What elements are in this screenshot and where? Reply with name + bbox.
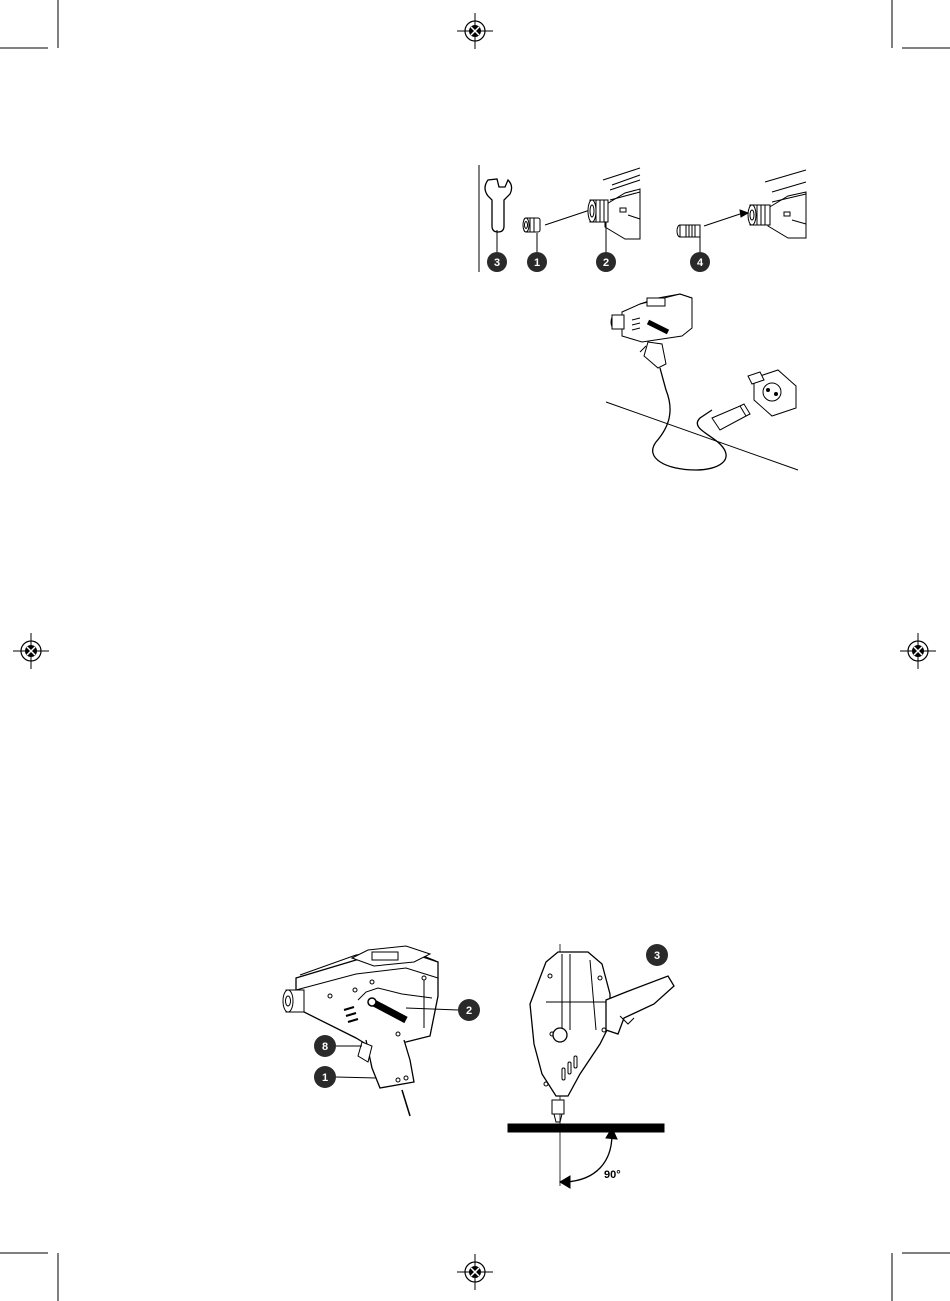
side-callout-handle: 1 bbox=[314, 1066, 336, 1088]
angle-label: 90° bbox=[604, 1169, 621, 1181]
registration-target-right bbox=[900, 633, 936, 669]
wrench-illustration bbox=[485, 179, 512, 232]
figure-heat-gun-side bbox=[283, 946, 458, 1116]
side-callout-trigger: 8 bbox=[314, 1035, 336, 1057]
nozzle-part bbox=[523, 218, 540, 232]
registration-target-top bbox=[457, 13, 493, 49]
side-callout-nozzle-button: 2 bbox=[458, 999, 480, 1021]
callout-label: 2 bbox=[466, 1005, 472, 1017]
plug-illustration bbox=[712, 404, 750, 430]
top-callout-concentrator: 4 bbox=[690, 252, 710, 272]
top-callout-outlet: 2 bbox=[596, 252, 616, 272]
callout-label: 3 bbox=[654, 950, 660, 962]
wall-socket-illustration bbox=[748, 370, 796, 416]
heat-gun-body-small bbox=[611, 294, 692, 368]
figure-heat-gun-upright bbox=[508, 944, 674, 1188]
upright-callout: 3 bbox=[646, 944, 668, 966]
callout-label: 4 bbox=[697, 257, 704, 269]
top-callout-wrench: 3 bbox=[487, 252, 507, 272]
top-callout-nozzle: 1 bbox=[527, 252, 547, 272]
callout-label: 1 bbox=[534, 257, 540, 269]
registration-target-left bbox=[13, 633, 49, 669]
heat-gun-front-2 bbox=[748, 170, 806, 238]
callout-label: 8 bbox=[322, 1041, 328, 1053]
heat-gun-front-1 bbox=[588, 168, 640, 239]
figure-nozzle-assembly bbox=[479, 165, 806, 272]
registration-target-bottom bbox=[457, 1254, 493, 1290]
concentrator-nozzle-part bbox=[677, 225, 700, 237]
callout-label: 1 bbox=[322, 1072, 328, 1084]
callout-label: 3 bbox=[494, 257, 500, 269]
figure-power-connection bbox=[606, 294, 798, 470]
callout-label: 2 bbox=[603, 257, 609, 269]
